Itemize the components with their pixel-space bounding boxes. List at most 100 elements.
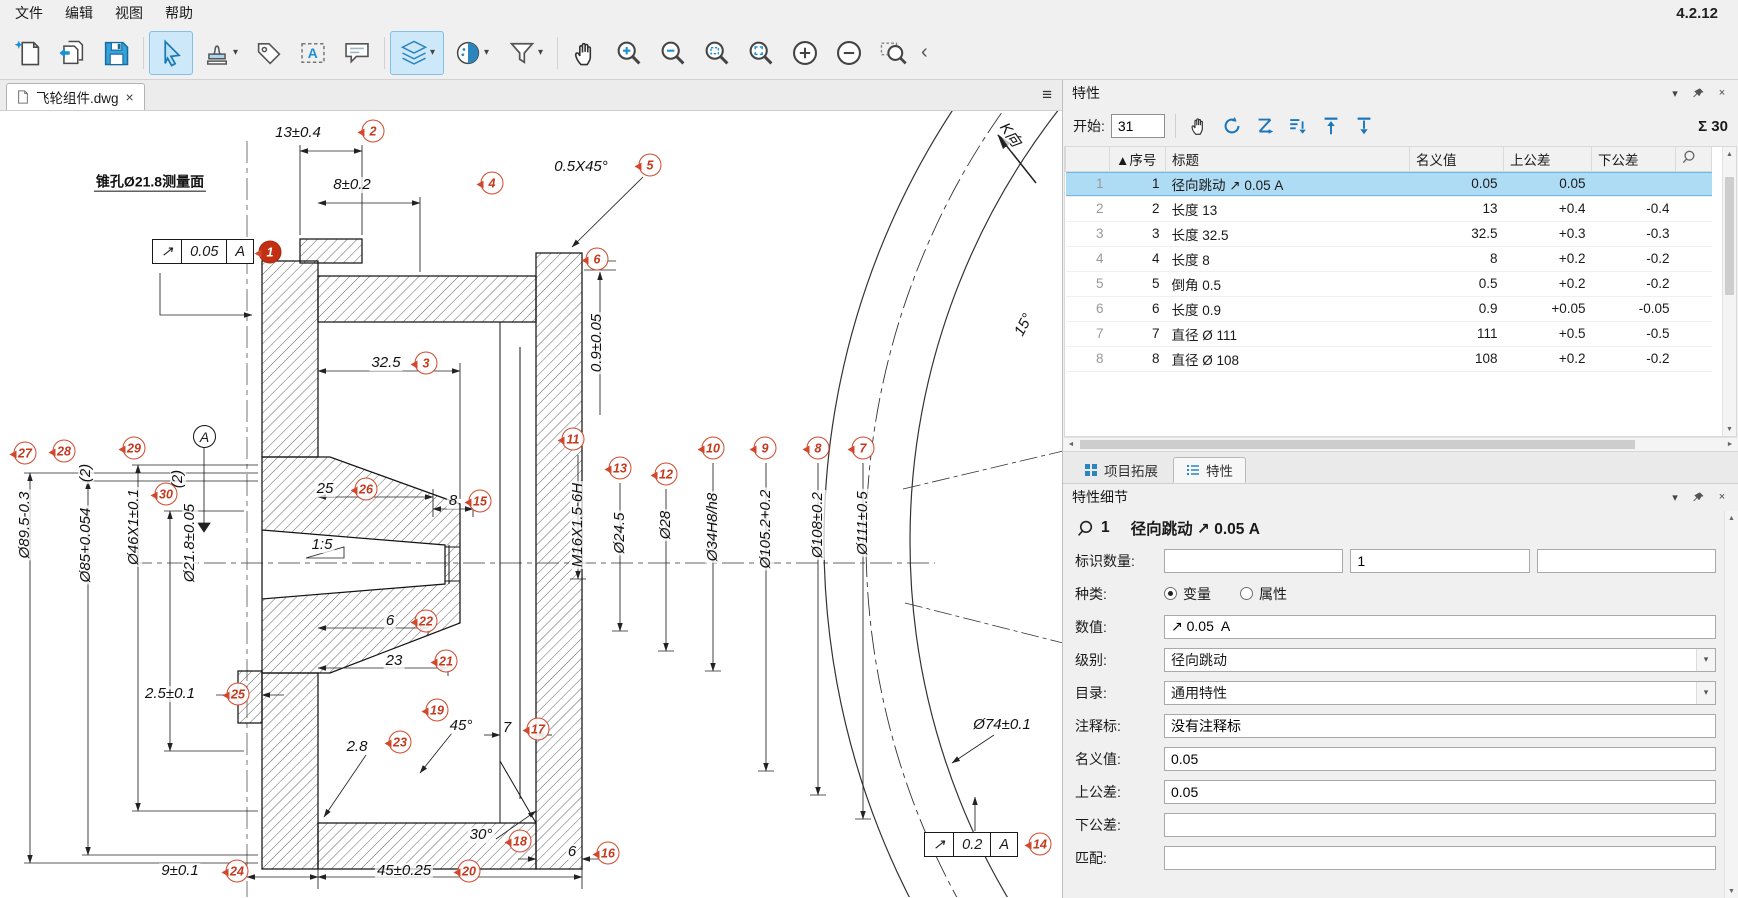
details-vertical-scrollbar[interactable]: ▲ ▼	[1724, 511, 1738, 898]
balloon-5[interactable]: 5	[634, 153, 662, 177]
stamp-button[interactable]: ▾	[193, 31, 247, 75]
scrollbar-track[interactable]	[1078, 438, 1723, 451]
scroll-down-icon[interactable]: ▼	[1726, 425, 1733, 433]
balloon-2[interactable]: 2	[357, 119, 385, 143]
balloon-30[interactable]: 30	[150, 482, 178, 506]
start-number-input[interactable]	[1110, 114, 1165, 138]
move-to-top-button[interactable]	[1318, 113, 1345, 140]
balloon-11[interactable]: 11	[557, 427, 585, 451]
pin-icon[interactable]	[1692, 87, 1705, 100]
balloon-13[interactable]: 13	[604, 456, 632, 480]
gdt-frame-runout-1[interactable]: ↗ 0.05 A	[152, 239, 255, 264]
balloon-4[interactable]: 4	[476, 171, 504, 195]
ocr-capture-button[interactable]: A	[291, 31, 335, 75]
comment-button[interactable]	[335, 31, 379, 75]
layers-button[interactable]: ▾	[390, 30, 444, 75]
balloon-21[interactable]: 21	[430, 649, 458, 673]
id-count-input-1[interactable]	[1164, 548, 1344, 573]
balloon-18[interactable]: 18	[504, 829, 532, 853]
contrast-button[interactable]: ▾	[444, 31, 498, 75]
balloon-24[interactable]: 24	[221, 859, 249, 883]
scrollbar-thumb[interactable]	[1725, 177, 1734, 295]
category-select[interactable]: 通用特性▾	[1164, 680, 1716, 705]
balloon-29[interactable]: 29	[118, 436, 146, 460]
tag-button[interactable]	[247, 31, 291, 75]
save-button[interactable]	[94, 31, 138, 75]
id-count-input-2[interactable]	[1350, 548, 1530, 573]
chevron-down-icon[interactable]: ▾	[1672, 87, 1678, 100]
zoom-fit-button[interactable]	[739, 31, 783, 75]
tab-list-menu-icon[interactable]: ≡	[1042, 85, 1052, 104]
new-document-button[interactable]	[6, 31, 50, 75]
zoom-out-button[interactable]	[651, 31, 695, 75]
table-header-row[interactable]: ▲序号 标题 名义值 上公差 下公差	[1065, 147, 1712, 172]
balloon-6[interactable]: 6	[581, 247, 609, 271]
zoom-window-button[interactable]	[871, 31, 915, 75]
balloon-16[interactable]: 16	[592, 841, 620, 865]
menu-help[interactable]: 帮助	[165, 5, 193, 21]
balloon-column-header[interactable]	[1675, 147, 1712, 172]
lower-tol-input[interactable]	[1164, 812, 1716, 837]
zoom-in-button[interactable]	[607, 31, 651, 75]
pan-hand-button[interactable]	[563, 31, 607, 75]
title-column-header[interactable]: 标题	[1165, 147, 1410, 172]
open-document-button[interactable]	[50, 31, 94, 75]
upper-tol-input[interactable]	[1164, 779, 1716, 804]
balloon-28[interactable]: 28	[48, 439, 76, 463]
scroll-up-icon[interactable]: ▲	[1726, 150, 1733, 158]
tab-project-expansion[interactable]: 项目拓展	[1071, 457, 1171, 483]
menu-view[interactable]: 视图	[115, 5, 143, 21]
balloon-14[interactable]: 14	[1024, 832, 1052, 856]
menu-edit[interactable]: 编辑	[65, 5, 93, 21]
balloon-17[interactable]: 17	[522, 717, 550, 741]
scroll-right-icon[interactable]: ►	[1726, 441, 1734, 448]
balloon-23[interactable]: 23	[384, 730, 412, 754]
radio-attribute[interactable]: 属性	[1240, 584, 1287, 604]
balloon-3[interactable]: 3	[410, 351, 438, 375]
gdt-frame-runout-2[interactable]: ↗ 0.2 A	[924, 832, 1018, 857]
nominal-input[interactable]	[1164, 746, 1716, 771]
balloon-1[interactable]: 1	[254, 240, 282, 264]
close-tab-icon[interactable]: ×	[125, 89, 134, 105]
enlarge-button[interactable]	[783, 31, 827, 75]
lower-tol-column-header[interactable]: 下公差	[1591, 147, 1676, 172]
balloon-27[interactable]: 27	[9, 441, 37, 465]
renumber-button[interactable]	[1219, 113, 1246, 140]
menu-file[interactable]: 文件	[15, 5, 43, 21]
seq-column-header[interactable]: ▲序号	[1109, 147, 1166, 172]
scroll-up-icon[interactable]: ▲	[1728, 514, 1735, 522]
nominal-column-header[interactable]: 名义值	[1409, 147, 1504, 172]
balloon-22[interactable]: 22	[410, 609, 438, 633]
chevron-down-icon[interactable]: ▾	[1672, 491, 1678, 504]
scroll-left-icon[interactable]: ◄	[1067, 441, 1075, 448]
balloon-12[interactable]: 12	[650, 462, 678, 486]
id-count-input-3[interactable]	[1536, 548, 1716, 573]
level-select[interactable]: 径向跳动▾	[1164, 647, 1716, 672]
scroll-down-icon[interactable]: ▼	[1728, 887, 1735, 895]
document-tab[interactable]: 飞轮组件.dwg ×	[6, 83, 145, 110]
zoom-selection-button[interactable]	[695, 31, 739, 75]
sort-sequence-button[interactable]	[1285, 113, 1312, 140]
balloon-20[interactable]: 20	[453, 859, 481, 883]
note-input[interactable]	[1164, 713, 1716, 738]
scrollbar-track[interactable]	[1723, 161, 1736, 422]
close-icon[interactable]: ×	[1718, 87, 1726, 99]
pan-to-balloon-button[interactable]	[1186, 113, 1213, 140]
upper-tol-column-header[interactable]: 上公差	[1503, 147, 1592, 172]
value-input[interactable]	[1164, 614, 1716, 639]
pin-icon[interactable]	[1692, 491, 1705, 504]
shrink-button[interactable]	[827, 31, 871, 75]
match-input[interactable]	[1164, 845, 1716, 870]
move-to-bottom-button[interactable]	[1351, 113, 1378, 140]
balloon-19[interactable]: 19	[421, 698, 449, 722]
select-cursor-button[interactable]	[149, 30, 193, 75]
table-vertical-scrollbar[interactable]: ▲ ▼	[1722, 147, 1736, 436]
